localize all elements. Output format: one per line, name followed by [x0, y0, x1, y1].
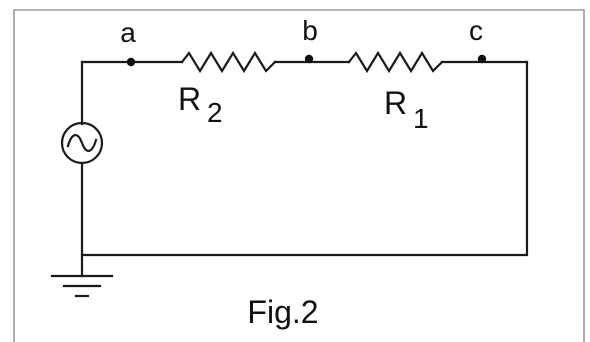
- node-b-label: b: [302, 15, 318, 46]
- node-b-dot: [304, 54, 314, 64]
- ac-source: [60, 121, 104, 165]
- node-c-label: c: [469, 15, 483, 46]
- resistor-r2-letter: R: [178, 81, 201, 117]
- ground-icon: [50, 274, 114, 298]
- node-a-label: a: [120, 17, 136, 48]
- figure-frame: [13, 9, 585, 342]
- wire-right-bottom: [80, 60, 529, 257]
- resistor-r2-subscript: 2: [207, 97, 223, 128]
- figure-caption: Fig.2: [247, 294, 318, 330]
- resistor-r1-subscript: 1: [413, 103, 429, 134]
- ac-source-circle: [60, 121, 104, 165]
- resistor-r2-zigzag: [180, 50, 277, 74]
- sine-wave-icon: [66, 134, 98, 152]
- node-c-dot: [477, 54, 487, 64]
- node-a-dot: [126, 57, 136, 67]
- resistor-r1-letter: R: [384, 85, 407, 121]
- resistor-r1-zigzag: [347, 50, 444, 74]
